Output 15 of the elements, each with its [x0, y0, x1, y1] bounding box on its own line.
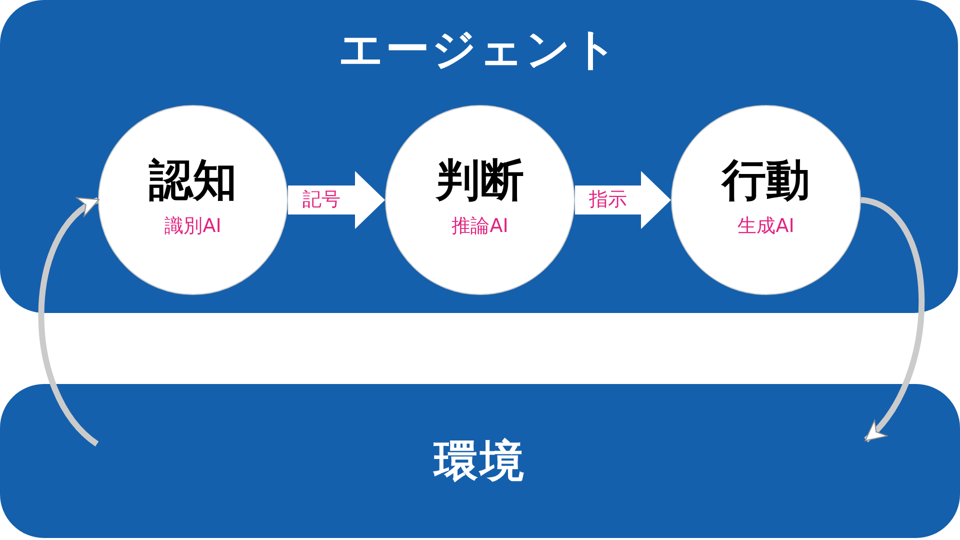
node-subtitle: 生成AI	[738, 215, 794, 238]
agent-panel	[0, 0, 958, 313]
curved-arrow	[860, 197, 925, 442]
node-subtitle: 識別AI	[164, 215, 222, 238]
edge-label: 指示	[587, 188, 629, 212]
panel-title: エージェント	[338, 26, 620, 74]
node-subtitle: 推論AI	[452, 215, 508, 238]
environment-panel	[0, 384, 960, 538]
block-arrow	[288, 171, 385, 229]
node-title: 行動	[722, 157, 810, 206]
block-arrow	[575, 171, 671, 229]
node-title: 判断	[436, 157, 524, 206]
curved-arrow	[38, 197, 100, 446]
panel-title: 環境	[434, 438, 526, 486]
node-title: 認知	[149, 157, 237, 206]
